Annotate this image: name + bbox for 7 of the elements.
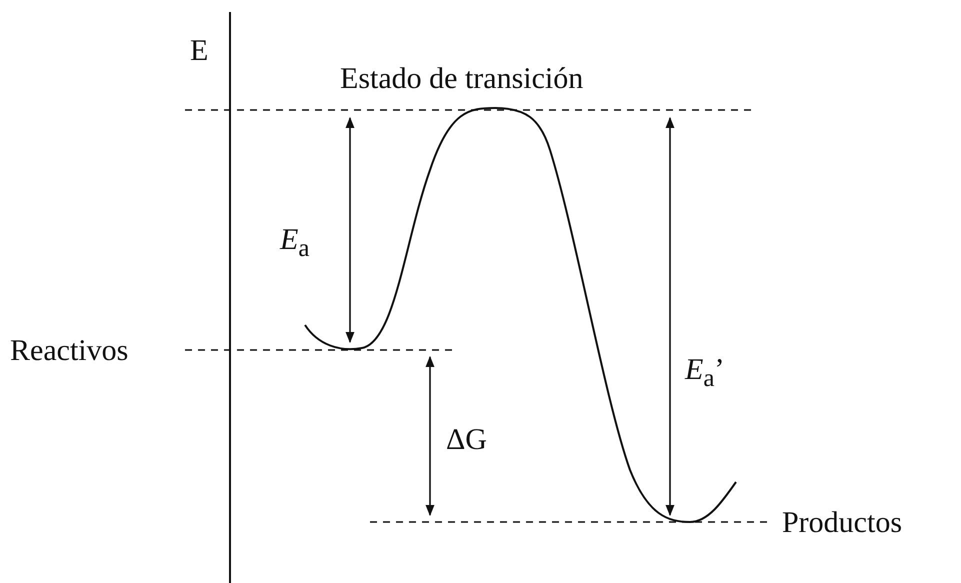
level-label: Estado de transición	[340, 64, 584, 94]
level-label: Productos	[782, 508, 902, 538]
symbol-label: ΔG	[446, 425, 487, 455]
axis-label: E	[190, 36, 208, 66]
symbol-label: E$_{a}$’	[685, 355, 724, 391]
level-label: Reactivos	[10, 336, 128, 366]
symbol-label: E$_{a}$	[280, 225, 310, 261]
